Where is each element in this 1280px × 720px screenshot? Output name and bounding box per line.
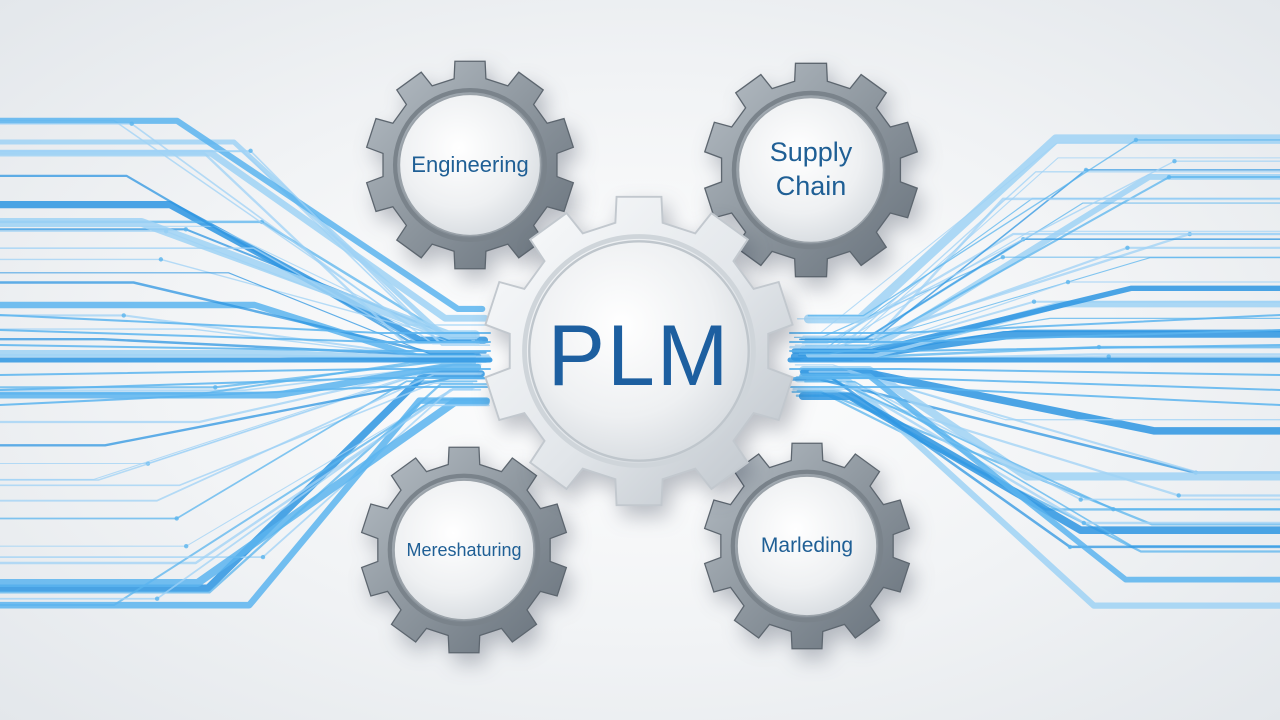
marketing-gear: Marleding: [701, 440, 913, 652]
supply-chain-label: Supply Chain: [769, 137, 853, 201]
manufacturing-label: Mereshaturing: [406, 539, 522, 560]
gear-icon: [703, 62, 919, 278]
gear-icon: [484, 195, 794, 507]
gear-icon: [360, 446, 568, 654]
marketing-label: Marleding: [760, 533, 854, 557]
plm-label: PLM: [547, 308, 731, 405]
engineering-label: Engineering: [411, 152, 529, 178]
gear-icon: [703, 442, 911, 650]
gear-icon: [365, 60, 575, 270]
supply-chain-gear: Supply Chain: [701, 60, 921, 280]
engineering-gear: Engineering: [363, 58, 577, 272]
manufacturing-gear: Mereshaturing: [358, 444, 570, 656]
plm-center-gear: PLM: [480, 192, 798, 510]
